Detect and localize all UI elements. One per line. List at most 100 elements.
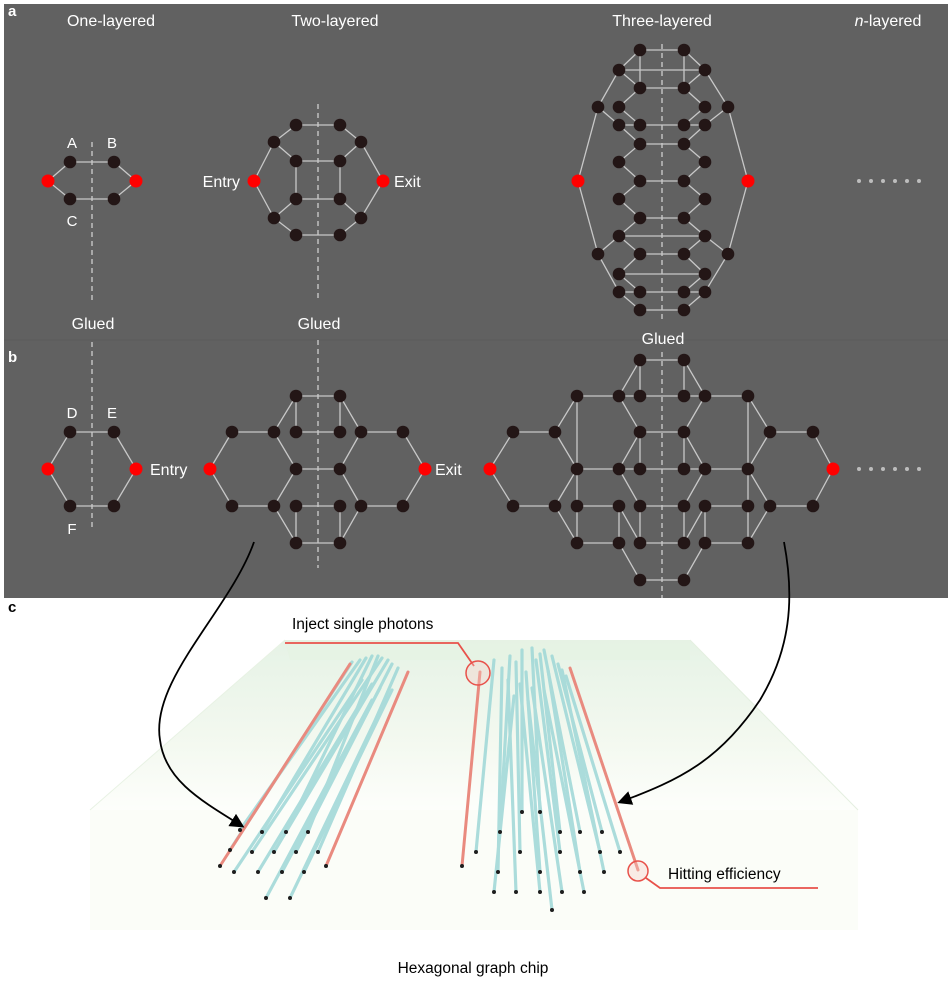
node	[289, 118, 303, 132]
graph-nodes	[63, 43, 820, 587]
node	[612, 285, 626, 299]
node	[612, 389, 626, 403]
waveguide-end	[316, 850, 320, 854]
node	[333, 425, 347, 439]
node	[698, 100, 712, 114]
waveguide	[526, 698, 554, 912]
node	[396, 425, 410, 439]
node-label-d: D	[67, 405, 78, 422]
waveguide-end	[498, 830, 502, 834]
waveguide-end	[306, 830, 310, 834]
node	[633, 247, 647, 261]
node	[741, 389, 755, 403]
hitting-label: Hitting efficiency	[668, 866, 781, 883]
node	[633, 573, 647, 587]
node	[698, 267, 712, 281]
node-label-a: A	[67, 135, 77, 152]
node	[333, 154, 347, 168]
node-label-b: B	[107, 135, 117, 152]
waveguide-end	[600, 830, 604, 834]
node	[333, 118, 347, 132]
waveguide-end	[496, 870, 500, 874]
waveguide-end	[324, 864, 328, 868]
node	[633, 43, 647, 57]
title-two-layered: Two-layered	[291, 13, 378, 30]
node	[107, 499, 121, 513]
node	[612, 536, 626, 550]
exit-label-b: Exit	[435, 462, 462, 479]
photon-guide	[460, 670, 482, 868]
ellipsis-dot	[893, 467, 897, 471]
exit-node	[418, 462, 432, 476]
node	[677, 462, 691, 476]
node	[612, 462, 626, 476]
waveguide-end	[598, 850, 602, 854]
terminal-labels: Entry Exit Entry Exit	[150, 174, 462, 479]
exit-label-a: Exit	[394, 174, 421, 191]
node	[633, 389, 647, 403]
node	[63, 499, 77, 513]
arrow-right	[617, 541, 791, 805]
terminal-node	[741, 174, 755, 188]
waveguide	[250, 656, 384, 854]
waveguide	[506, 678, 518, 894]
node	[633, 285, 647, 299]
ellipsis-b	[857, 467, 921, 471]
waveguide-ends-left	[218, 828, 328, 900]
node	[612, 267, 626, 281]
terminal-node	[203, 462, 217, 476]
node	[698, 229, 712, 243]
exit-node	[376, 174, 390, 188]
inject-label: Inject single photons	[292, 616, 434, 633]
waveguide	[518, 682, 542, 894]
photon-guides-right	[460, 666, 640, 872]
node	[698, 536, 712, 550]
node	[267, 499, 281, 513]
waveguide-end	[288, 896, 292, 900]
node	[741, 462, 755, 476]
node	[354, 425, 368, 439]
ellipsis-dot	[869, 179, 873, 183]
node	[591, 100, 605, 114]
node	[633, 536, 647, 550]
node	[354, 499, 368, 513]
node	[698, 389, 712, 403]
node	[677, 247, 691, 261]
node	[633, 353, 647, 367]
node	[633, 81, 647, 95]
waveguide-end	[492, 890, 496, 894]
waveguide-end	[560, 890, 564, 894]
waveguide	[514, 660, 522, 854]
node	[570, 536, 584, 550]
waveguide-end	[558, 830, 562, 834]
inject-callout-circle	[465, 660, 491, 686]
node	[806, 425, 820, 439]
node	[741, 499, 755, 513]
photon-guide	[324, 670, 410, 868]
waveguide-end	[514, 890, 518, 894]
node	[289, 228, 303, 242]
node	[633, 499, 647, 513]
node	[333, 192, 347, 206]
node	[267, 135, 281, 149]
node	[677, 81, 691, 95]
title-one-layered: One-layered	[67, 13, 155, 30]
terminal-node	[483, 462, 497, 476]
chip-back-edge	[285, 640, 690, 660]
node	[677, 499, 691, 513]
entry-label-b: Entry	[150, 462, 187, 479]
title-n-italic: n	[855, 13, 864, 30]
waveguide-end	[228, 848, 232, 852]
node	[677, 536, 691, 550]
ellipsis-dot	[881, 179, 885, 183]
terminal-node	[571, 174, 585, 188]
waveguide-end	[238, 828, 242, 832]
waveguide	[474, 658, 496, 854]
node	[107, 425, 121, 439]
node	[698, 118, 712, 132]
node	[107, 192, 121, 206]
ellipsis-a	[857, 179, 921, 183]
waveguide	[564, 674, 622, 854]
photon-guide	[568, 666, 640, 872]
node	[289, 499, 303, 513]
